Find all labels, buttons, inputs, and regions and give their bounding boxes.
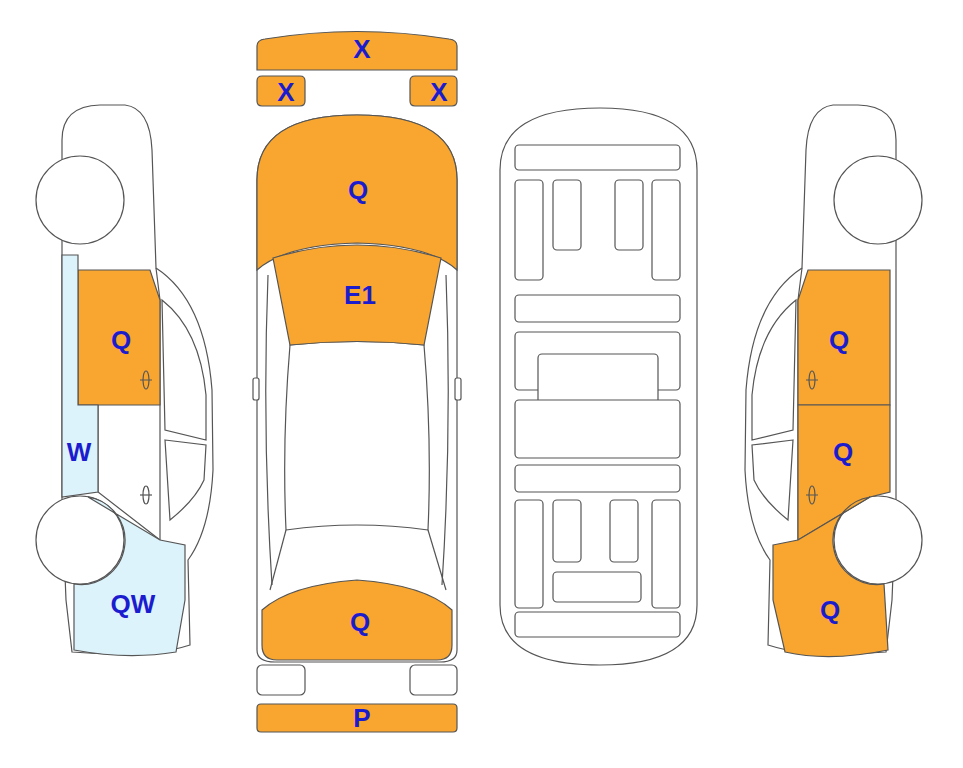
underside-view bbox=[500, 108, 697, 665]
damage-code: X bbox=[277, 79, 294, 105]
right-front-door-panel: Q bbox=[798, 270, 890, 405]
right-rear-quarter-panel: Q bbox=[773, 494, 890, 662]
right-rear-door-panel: Q bbox=[798, 405, 890, 540]
damage-code: W bbox=[67, 439, 92, 465]
panel-shape bbox=[773, 497, 888, 657]
panel-shape bbox=[257, 704, 457, 732]
left-front-door-panel: Q bbox=[78, 270, 160, 405]
damage-code: Q bbox=[348, 177, 368, 203]
panel-shape bbox=[410, 76, 457, 106]
damage-code: P bbox=[353, 705, 370, 731]
panel-shape bbox=[257, 76, 305, 106]
front-left-corner-panel: X bbox=[257, 76, 305, 106]
damage-code: Q bbox=[350, 609, 370, 635]
damage-code: QW bbox=[111, 591, 156, 617]
panel-shape bbox=[262, 580, 452, 660]
damage-code: E1 bbox=[344, 282, 376, 308]
damage-code: X bbox=[430, 79, 447, 105]
rear-bumper-panel: P bbox=[257, 704, 457, 732]
door-handles bbox=[98, 405, 160, 540]
panel-outline bbox=[798, 405, 890, 540]
door-handle bbox=[806, 486, 818, 504]
damage-code: X bbox=[353, 36, 370, 62]
damage-code: Q bbox=[833, 439, 853, 465]
panel-shape bbox=[78, 270, 160, 405]
door-handle bbox=[140, 371, 152, 389]
door-handle bbox=[806, 371, 818, 389]
left-sill-quarter-panel: W QW bbox=[60, 255, 190, 660]
damage-code: Q bbox=[111, 327, 131, 353]
damage-code: Q bbox=[820, 597, 840, 623]
panel-shape bbox=[273, 245, 441, 345]
front-right-corner-panel: X bbox=[410, 76, 457, 106]
panel-shape bbox=[798, 270, 890, 405]
panel-shape bbox=[257, 32, 457, 71]
panel-outline bbox=[773, 494, 890, 662]
panel-shape bbox=[62, 255, 185, 656]
trunk-panel: Q bbox=[262, 580, 452, 660]
top-view bbox=[253, 115, 461, 695]
windshield-panel: E1 bbox=[273, 238, 441, 346]
front-bumper-panel: X bbox=[257, 28, 457, 70]
panel-shape bbox=[798, 405, 890, 540]
damage-code: Q bbox=[829, 327, 849, 353]
